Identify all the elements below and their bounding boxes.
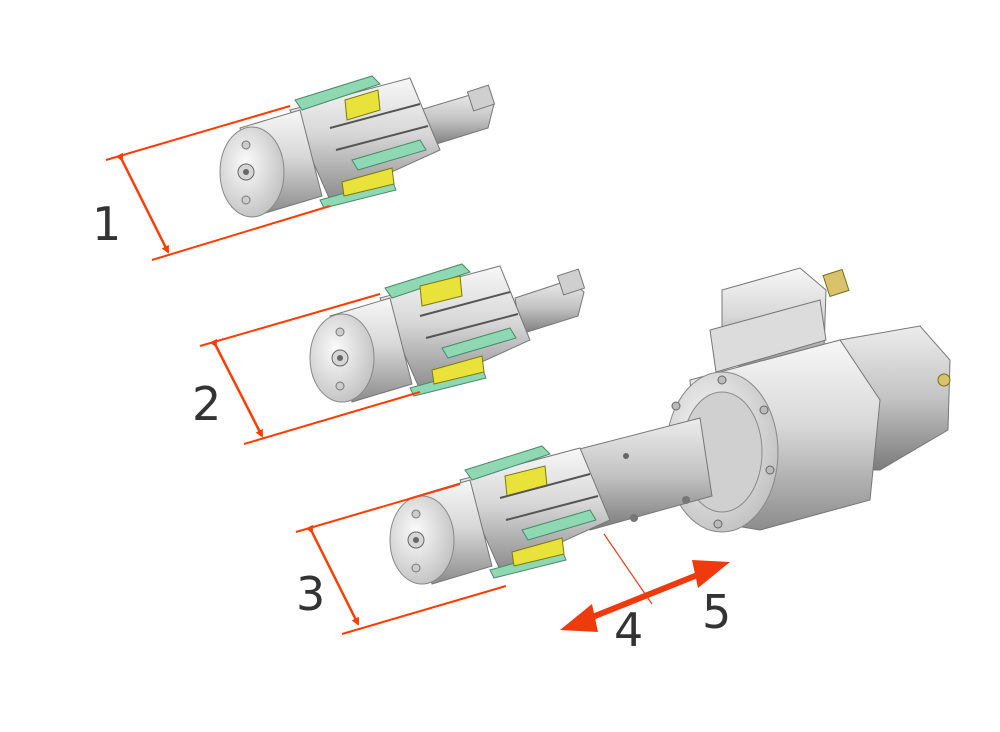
label-4: 4 — [614, 603, 643, 657]
dimension-2 — [199, 293, 421, 445]
label-3: 3 — [296, 567, 325, 621]
label-5: 5 — [702, 585, 731, 639]
feed-direction-arrow — [560, 560, 730, 632]
dimension-3 — [295, 483, 507, 635]
reamer-head-2 — [309, 263, 586, 403]
reamer-assembly-3 — [389, 267, 951, 585]
leader-line-4 — [603, 533, 653, 605]
reamer-head-1 — [219, 75, 496, 218]
dimension-1 — [105, 105, 331, 261]
label-1: 1 — [92, 197, 121, 251]
label-2: 2 — [192, 377, 221, 431]
